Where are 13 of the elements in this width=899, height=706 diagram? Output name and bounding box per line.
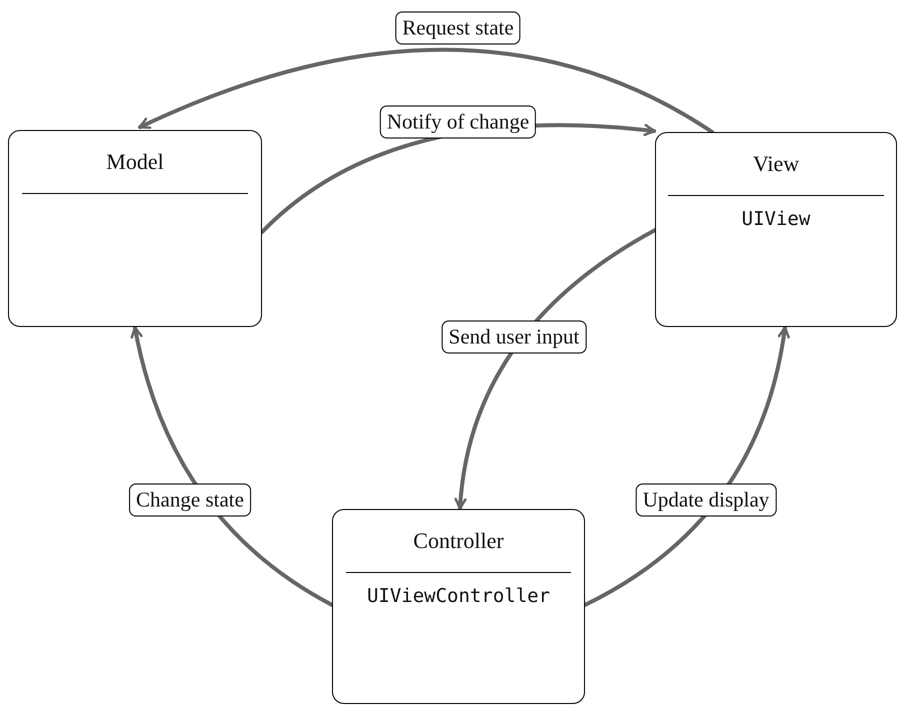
- component-box: [655, 132, 897, 327]
- edge-label: Update display: [636, 484, 776, 516]
- node-title: Model: [106, 149, 164, 176]
- code-text: UIViewController: [366, 584, 552, 610]
- edge-label: Notify of change: [380, 106, 536, 138]
- component-box: [8, 130, 262, 327]
- component-box: [332, 509, 585, 704]
- edge-label: Change state: [129, 484, 251, 516]
- node-title: Controller: [413, 528, 504, 554]
- edge-label: Request state: [395, 12, 521, 44]
- edge-label: Send user input: [442, 320, 586, 354]
- node-title: View: [752, 151, 800, 178]
- code-text: UIView: [740, 207, 812, 232]
